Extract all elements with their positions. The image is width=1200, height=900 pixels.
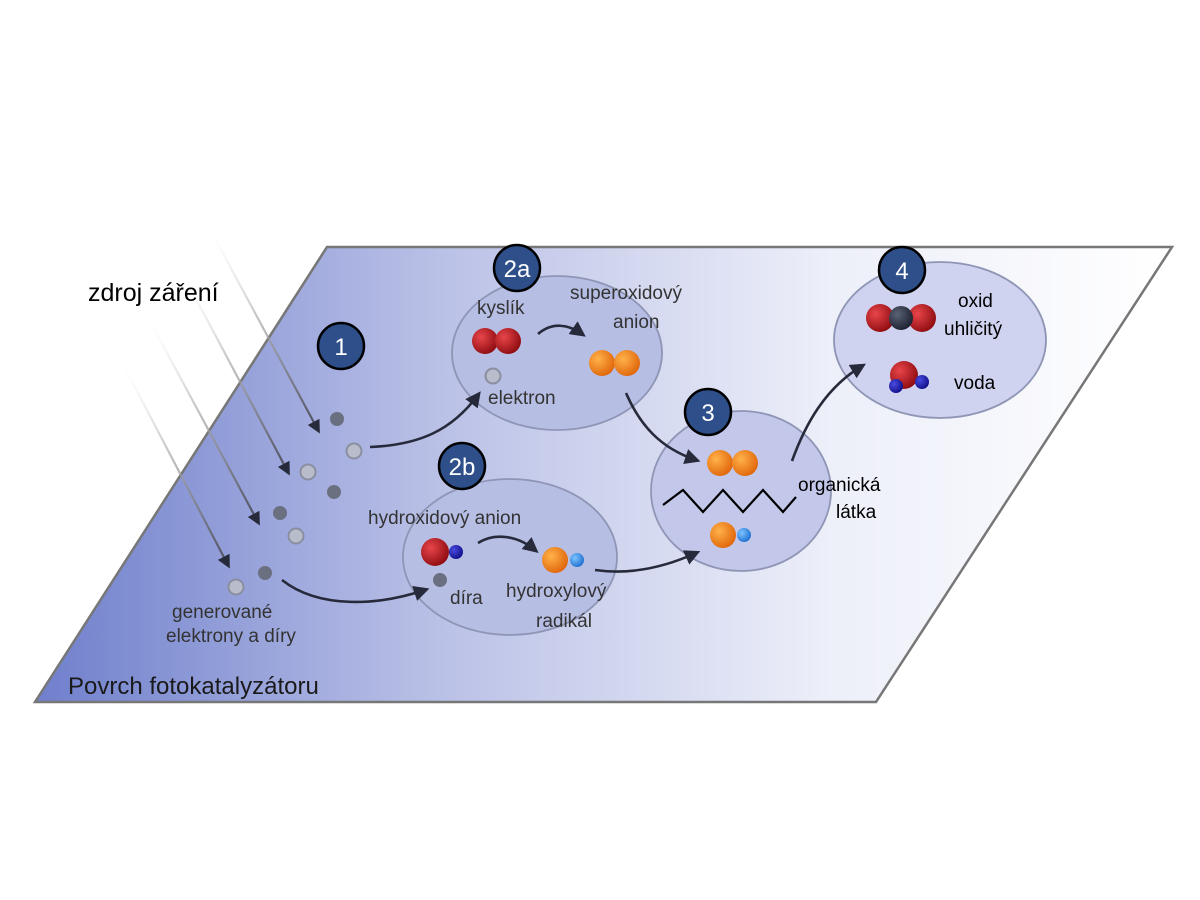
hydroxyl-hydrogen (737, 528, 751, 542)
electron-label: elektron (488, 388, 556, 409)
reaction-arrow-icon (369, 391, 481, 449)
superoxide-atom (732, 450, 758, 476)
oxygen-atom (472, 328, 498, 354)
hydroxide-hydrogen (449, 545, 463, 559)
step-badge-1-label: 1 (334, 334, 347, 361)
surface-label: Povrch fotokatalyzátoru (68, 673, 319, 700)
flow-arrows (281, 321, 867, 604)
light-ray-arrow-icon (204, 219, 320, 434)
light-ray-arrow-icon (144, 311, 260, 526)
zigzag-chain-icon (662, 488, 797, 514)
organic-label-2: látka (836, 502, 877, 523)
superoxide-atom (589, 350, 615, 376)
light-ray-arrow-icon (177, 264, 290, 476)
hydroxyl-label-1: hydroxylový (506, 581, 607, 602)
step-badge-2b: 2b (437, 441, 487, 491)
oxygen-label: kyslík (477, 298, 525, 319)
step-badge-4-label: 4 (895, 258, 908, 285)
reaction-arrow-icon (281, 578, 430, 604)
hydroxyl-hydrogen (570, 553, 584, 567)
reaction-arrow-icon (537, 321, 586, 337)
superoxide-atom (707, 450, 733, 476)
hydroxide-label: hydroxidový anion (368, 508, 521, 529)
co2-label-2: uhličitý (944, 319, 1003, 340)
generated-label-2: elektrony a díry (166, 626, 296, 647)
co2-oxygen (908, 304, 936, 332)
bubble-2a (451, 275, 663, 431)
bubble-4 (833, 261, 1047, 419)
superoxide-label-1: superoxidový (570, 283, 682, 304)
water-label: voda (954, 373, 996, 394)
generated-label-1: generované (172, 602, 272, 623)
step-badge-2b-label: 2b (449, 454, 476, 481)
step-badge-2a-label: 2a (504, 256, 531, 283)
step-badge-3-label: 3 (701, 400, 714, 427)
hydroxide-oxygen (421, 538, 449, 566)
superoxide-atom (614, 350, 640, 376)
co2-carbon (889, 306, 913, 330)
electron-dot-icon (258, 566, 272, 580)
electron-dot-icon (433, 573, 447, 587)
reaction-arrow-icon (624, 392, 701, 464)
step-badge-2a: 2a (492, 243, 542, 293)
electron-dot-icon (330, 412, 344, 426)
electron-dot-icon (273, 506, 287, 520)
hole-dot-icon (227, 578, 245, 596)
light-ray-arrow-icon (117, 354, 230, 569)
hydroxyl-oxygen (710, 522, 736, 548)
hole-dot-icon (299, 463, 317, 481)
hole-dot-icon (345, 442, 363, 460)
bubble-2b (402, 478, 618, 636)
water-hydrogen (915, 375, 929, 389)
step-badge-4: 4 (877, 245, 927, 295)
hole-dot-icon (484, 367, 502, 385)
water-hydrogen (889, 379, 903, 393)
step-badge-3: 3 (683, 387, 733, 437)
reaction-arrow-icon (594, 550, 701, 573)
oxygen-atom (495, 328, 521, 354)
co2-label-1: oxid (958, 291, 993, 312)
hole-dot-icon (287, 527, 305, 545)
reaction-arrow-icon (477, 535, 539, 553)
reaction-arrow-icon (790, 363, 867, 462)
electron-hole-pairs (227, 412, 363, 596)
superoxide-label-2: anion (613, 312, 660, 333)
hole-label: díra (450, 588, 483, 609)
electron-dot-icon (327, 485, 341, 499)
source-label: zdroj záření (88, 279, 219, 307)
light-rays (117, 219, 320, 569)
step-badge-1: 1 (316, 321, 366, 371)
hydroxyl-oxygen (542, 547, 568, 573)
co2-oxygen (866, 304, 894, 332)
organic-label-1: organická (798, 475, 881, 496)
hydroxyl-label-2: radikál (536, 611, 592, 632)
